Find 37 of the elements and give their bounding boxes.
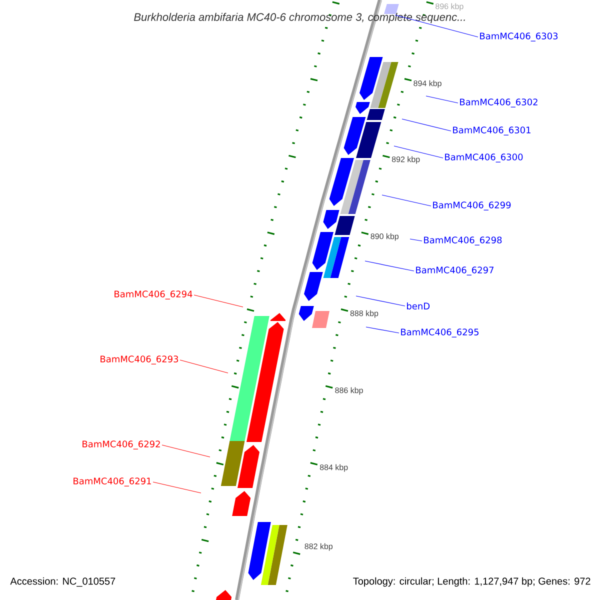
gene-label: BamMC406_6297 — [416, 266, 494, 276]
gene-label: BamMC406_6303 — [480, 32, 558, 42]
gene-label: BamMC406_6299 — [433, 202, 511, 210]
gene-label: BamMC406_6294 — [114, 290, 192, 300]
gene-label: BamMC406_6300 — [445, 154, 523, 162]
accession-text: Accession: NC_010557 — [10, 577, 116, 587]
scale-label: 892 kbp — [392, 156, 420, 164]
scale-label: 894 kbp — [414, 80, 442, 88]
leader-line — [366, 326, 400, 334]
leader-line — [162, 444, 210, 458]
leader-line — [394, 146, 444, 158]
gene-label: BamMC406_6293 — [100, 356, 178, 364]
scale-label: 882 kbp — [304, 543, 333, 551]
leader-line — [180, 360, 228, 374]
leader-line — [356, 296, 406, 306]
leader-line — [402, 118, 452, 132]
leader-line — [394, 14, 478, 38]
gene-label: BamMC406_6301 — [453, 126, 530, 136]
leader-line — [194, 294, 244, 308]
scale-label: 890 kbp — [370, 233, 399, 241]
leader-line — [382, 194, 432, 206]
gene-label: BamMC406_6292 — [82, 440, 160, 450]
title: Burkholderia ambifaria MC40-6 chromosome 3, complete sequenc... — [134, 12, 465, 24]
summary-text: Topology: circular; Length: 1,127,947 bp; Genes: 972 — [352, 576, 592, 588]
gene-label: BamMC406_6302 — [460, 98, 538, 108]
gene-label: BamMC406_6295 — [401, 328, 478, 338]
leader-line — [152, 482, 202, 494]
leader-line — [364, 260, 414, 272]
leader-line — [410, 238, 422, 242]
gene-label: benD — [407, 302, 430, 310]
leader-line — [426, 96, 458, 104]
scale-label: 896 kbp — [436, 3, 464, 11]
gene-label: BamMC406_6298 — [424, 236, 502, 246]
scale-label: 888 kbp — [350, 310, 378, 318]
scale-label: 884 kbp — [320, 464, 348, 472]
scale-label: 886 kbp — [335, 387, 363, 395]
gene-label: BamMC406_6291 — [74, 478, 151, 486]
